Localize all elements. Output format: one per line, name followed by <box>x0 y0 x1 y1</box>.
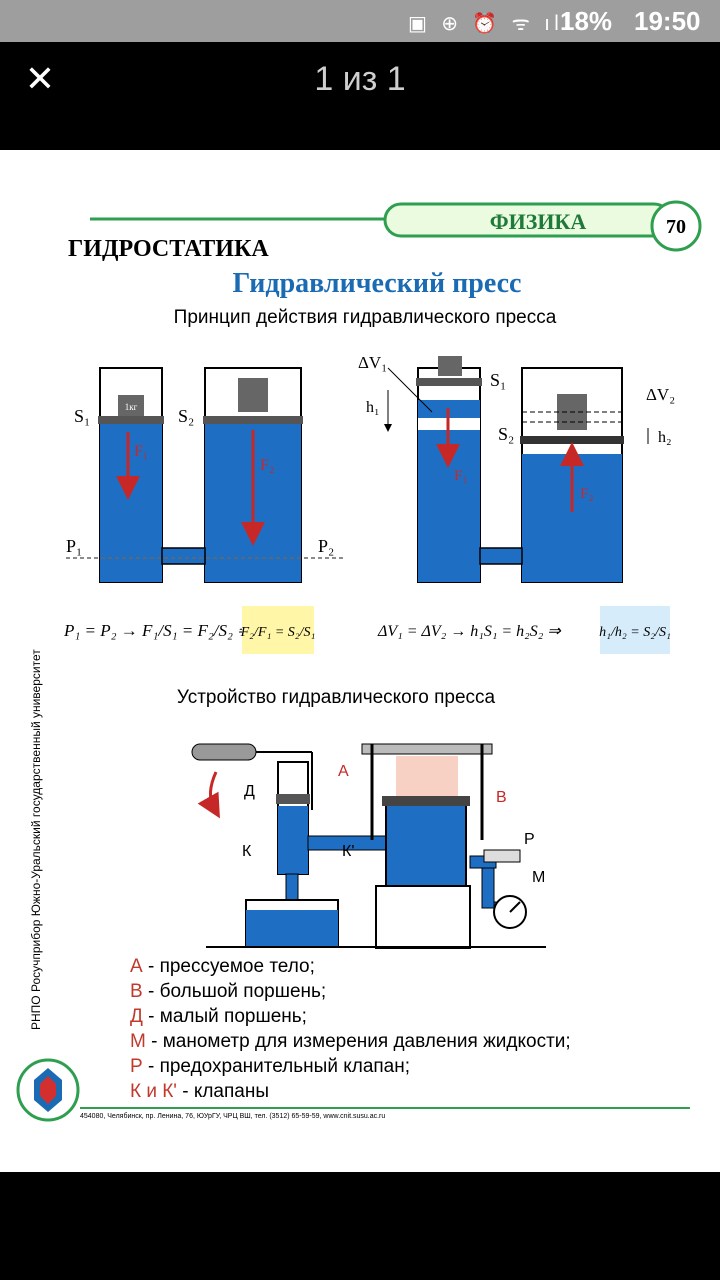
status-bar: ▣ ⊕ ⏰ ᯤ ıll 18% 19:50 <box>0 0 720 42</box>
battery-level: 18% <box>560 6 613 36</box>
label-s1: S₁ <box>74 406 90 426</box>
device-title: Устройство гидравлического пресса <box>177 687 496 708</box>
side-credit: РНПО Росучприбор Южно-Уральский государс… <box>29 649 43 1030</box>
device-label-b: В <box>496 789 507 806</box>
label-dv1: ΔV₁ <box>358 353 387 372</box>
legend-item: Д - малый поршень; <box>130 1006 307 1027</box>
section-title: ГИДРОСТАТИКА <box>68 236 269 262</box>
label-h2: h₂ <box>658 429 672 446</box>
viewer-bottom-area <box>0 1172 720 1280</box>
label-s2: S₂ <box>178 406 194 426</box>
principle-diagram-static: 1кг <box>66 367 346 583</box>
device-label-k: К <box>242 843 252 860</box>
label-f1: F₁ <box>134 443 148 460</box>
device-label-k-prime: К' <box>342 843 354 860</box>
status-icons: ▣ ⊕ ⏰ ᯤ ıll <box>408 11 573 35</box>
label-h1: h₁ <box>366 399 380 416</box>
legend-item: Р - предохранительный клапан; <box>130 1056 410 1077</box>
formula-force-box <box>242 606 314 654</box>
label-f2-right: F₂ <box>580 486 594 502</box>
formula-force-ratio: F₂/F₁ = S₂/S₁ <box>240 625 316 640</box>
legend-item: В - большой поршень; <box>130 981 326 1002</box>
formula-pressure: P₁ = P₂ → F₁/S₁ = F₂/S₂ ⇒ <box>63 621 252 640</box>
label-dv2: ΔV₂ <box>646 385 675 404</box>
label-f1-right: F₁ <box>454 468 468 484</box>
footer-address: 454080, Челябинск, пр. Ленина, 76, ЮУрГУ… <box>80 1112 385 1120</box>
formula-height-ratio: h₁/h₂ = S₂/S₁ <box>599 625 671 640</box>
svg-text:1кг: 1кг <box>125 402 138 412</box>
label-s1-right: S₁ <box>490 370 506 390</box>
label-p2: P₂ <box>318 536 334 556</box>
formula-height-box <box>600 606 670 654</box>
legend-item: М - манометр для измерения давления жидк… <box>130 1031 571 1052</box>
formula-volume: ΔV₁ = ΔV₂ → h₁S₁ = h₂S₂ ⇒ <box>377 623 561 640</box>
document-image: ФИЗИКА 70 ГИДРОСТАТИКА Гидравлический пр… <box>0 150 720 1172</box>
page-number-badge <box>650 200 702 252</box>
legend: А - прессуемое тело; В - большой поршень… <box>130 956 571 1102</box>
label-s2-right: S₂ <box>498 424 514 444</box>
page-title: Гидравлический пресс <box>233 268 522 299</box>
principle-title: Принцип действия гидравлического пресса <box>174 307 557 328</box>
legend-item: К и К' - клапаны <box>130 1081 269 1102</box>
device-label-r: Р <box>524 831 535 848</box>
subject-label: ФИЗИКА <box>490 209 587 234</box>
label-f2: F₂ <box>260 457 274 474</box>
device-label-a: А <box>338 763 349 780</box>
image-counter: 1 из 1 <box>314 60 406 98</box>
volume-diagram-static <box>384 356 649 583</box>
clock: 19:50 <box>634 6 701 36</box>
logo-icon-inner <box>40 1076 56 1104</box>
device-label-m: М <box>532 869 545 886</box>
close-icon[interactable]: ✕ <box>24 59 56 100</box>
viewer-toolbar: ✕ 1 из 1 <box>0 42 720 150</box>
device-label-d: Д <box>244 783 255 800</box>
press-device-static <box>191 743 546 949</box>
legend-item: А - прессуемое тело; <box>130 956 315 977</box>
page-number: 70 <box>666 216 686 238</box>
label-p1: P₁ <box>66 536 82 556</box>
